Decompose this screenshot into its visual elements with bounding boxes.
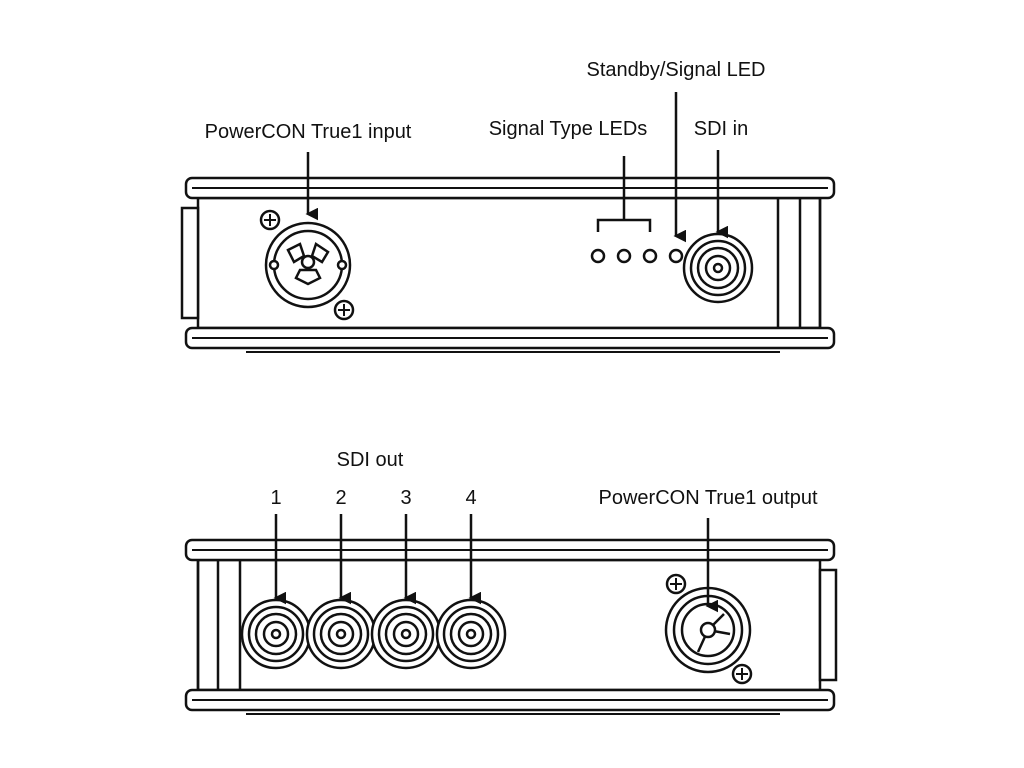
rear-right-tab [818,568,838,682]
standby-signal-led [668,248,684,264]
sdi-out-bnc-4 [435,598,507,670]
label-standby-signal-led: Standby/Signal LED [586,59,765,81]
sdi-out-bnc-2 [305,598,377,670]
sdi-out-bnc-3 [370,598,442,670]
label-powercon-output: PowerCON True1 output [599,487,818,509]
screw-icon [333,299,355,321]
sdi-out-bnc-1 [240,598,312,670]
powercon-input-connector [264,221,352,309]
powercon-output-connector [664,586,752,674]
led [642,248,658,264]
sdi-in-bnc-connector [682,232,754,304]
signal-type-leds [590,248,658,264]
label-signal-type-leds: Signal Type LEDs [489,118,648,140]
front-left-tab [180,206,200,320]
label-sdi-out: SDI out [337,449,404,471]
label-sdi-in: SDI in [694,118,748,140]
screw-icon [731,663,753,685]
front-panel: PowerCON True1 input Signal Type LEDs St… [180,59,836,353]
label-powercon-input: PowerCON True1 input [205,121,412,143]
rear-panel: 1 2 3 4 SDI out PowerCON True1 output [184,449,838,715]
led [590,248,606,264]
sdi-out-connectors [240,598,507,670]
screw-icon [259,209,281,231]
screw-icon [665,573,687,595]
label-sdi-out-1: 1 [270,487,281,509]
label-sdi-out-3: 3 [400,487,411,509]
label-sdi-out-4: 4 [465,487,476,509]
label-sdi-out-2: 2 [335,487,346,509]
sdi-out-callouts: 1 2 3 4 [270,487,481,605]
callout-bracket [596,218,652,232]
led [616,248,632,264]
